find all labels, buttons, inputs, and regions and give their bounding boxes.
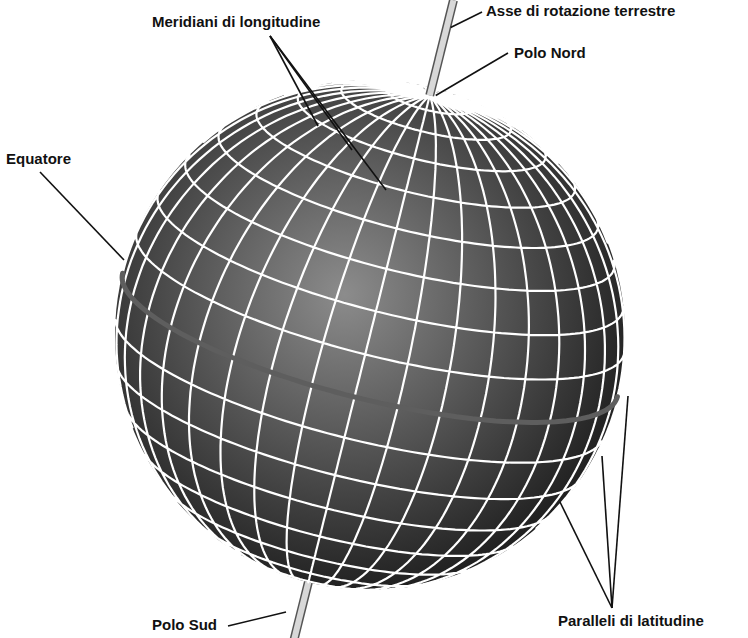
leader-line: [40, 172, 124, 260]
equator-line: [122, 273, 617, 422]
callout-label: Asse di rotazione terrestre: [484, 2, 677, 20]
axis-rod-outline: [430, 0, 454, 95]
callout-label: Meridiani di longitudine: [150, 13, 322, 31]
leader-line: [451, 12, 482, 28]
leader-line: [560, 502, 612, 608]
leader-line: [612, 396, 628, 608]
leader-lines: [40, 12, 628, 626]
axis-rod: [294, 575, 310, 638]
callout-label: Polo Nord: [512, 44, 588, 62]
axis-rod: [430, 0, 454, 95]
leader-line: [228, 612, 286, 626]
rotation-axis: [294, 575, 310, 638]
callout-label: Polo Sud: [150, 616, 219, 634]
callout-label: Equatore: [4, 150, 73, 168]
leader-line: [436, 53, 508, 95]
leader-line: [270, 36, 318, 126]
axis-rod-outline: [294, 575, 310, 638]
leader-line: [602, 456, 612, 608]
rotation-axis: [430, 0, 454, 95]
leader-line: [270, 36, 386, 190]
callout-label: Paralleli di latitudine: [556, 612, 706, 630]
graticule: [116, 80, 625, 590]
globe-sphere: [115, 80, 625, 590]
